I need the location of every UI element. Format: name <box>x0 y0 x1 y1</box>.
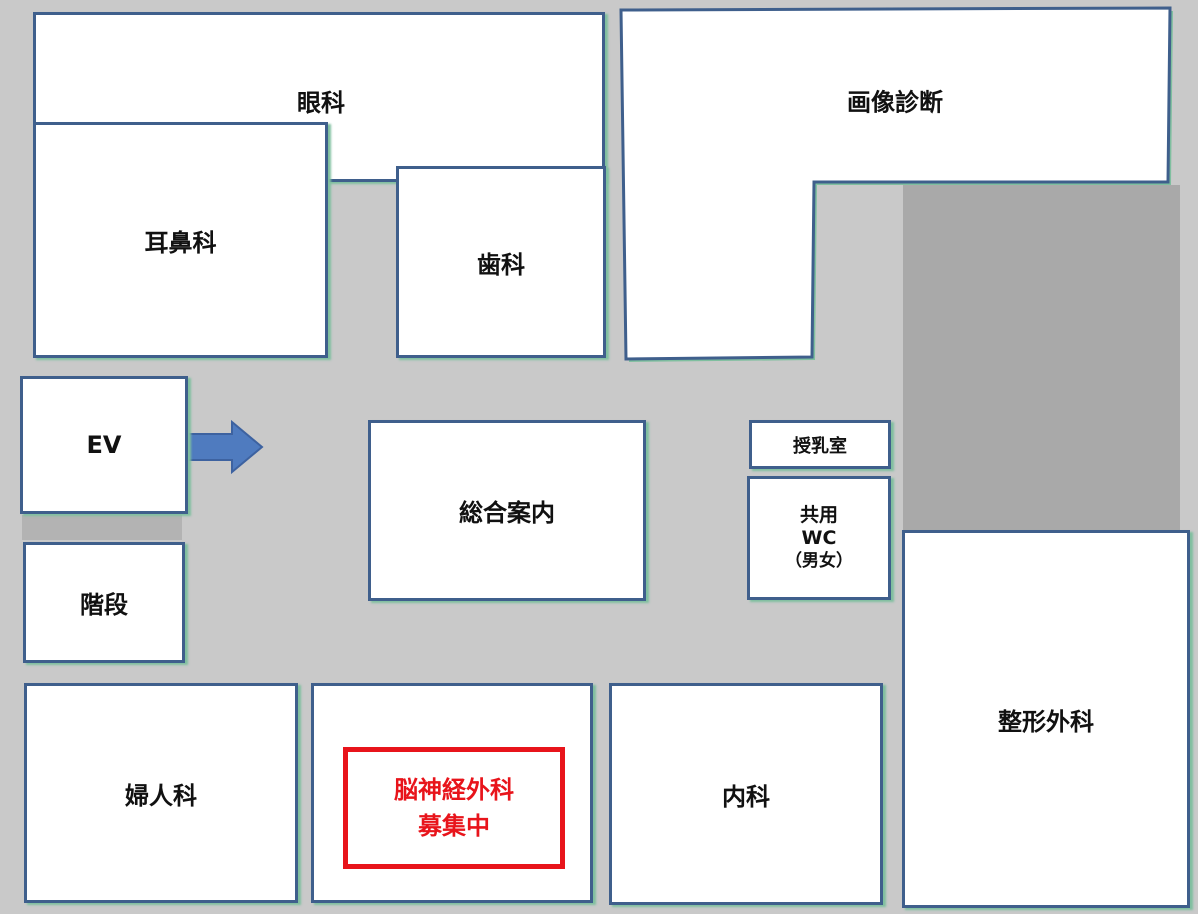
room-stairs[interactable]: 階段 <box>23 542 185 663</box>
room-orthopedics[interactable]: 整形外科 <box>902 530 1190 908</box>
room-wc[interactable]: 共用 WC （男女） <box>747 476 891 600</box>
room-label: EV <box>86 431 122 459</box>
room-label: 婦人科 <box>125 781 197 810</box>
room-internal-medicine[interactable]: 内科 <box>609 683 883 905</box>
room-elevator[interactable]: EV <box>20 376 188 514</box>
room-label: （男女） <box>785 550 853 571</box>
room-label: 耳鼻科 <box>144 228 217 257</box>
corridor-shade-ev <box>22 515 182 540</box>
arrow-icon <box>186 419 264 475</box>
room-label: 内科 <box>722 782 770 811</box>
room-dental[interactable]: 歯科 <box>396 166 606 358</box>
room-label: 眼科 <box>297 89 345 117</box>
room-label: 共用 <box>799 503 838 526</box>
room-label: 脳神経外科 <box>394 776 514 804</box>
room-gynecology[interactable]: 婦人科 <box>24 683 298 903</box>
corridor-shade-east <box>903 185 1180 530</box>
room-label-radiology: 画像診断 <box>847 88 943 117</box>
room-ent[interactable]: 耳鼻科 <box>33 122 328 358</box>
room-information[interactable]: 総合案内 <box>368 420 646 601</box>
recruiting-box: 脳神経外科 募集中 <box>343 747 565 869</box>
recruiting-label: 募集中 <box>418 812 490 840</box>
room-label: 階段 <box>80 591 128 619</box>
room-label: 整形外科 <box>998 707 1094 736</box>
room-nursing[interactable]: 授乳室 <box>749 420 891 469</box>
room-label: 総合案内 <box>459 499 555 527</box>
room-label: WC <box>801 526 837 549</box>
room-label: 授乳室 <box>793 435 847 457</box>
room-neurosurgery[interactable]: 脳神経外科 募集中 <box>311 683 593 903</box>
room-label: 歯科 <box>477 250 525 279</box>
